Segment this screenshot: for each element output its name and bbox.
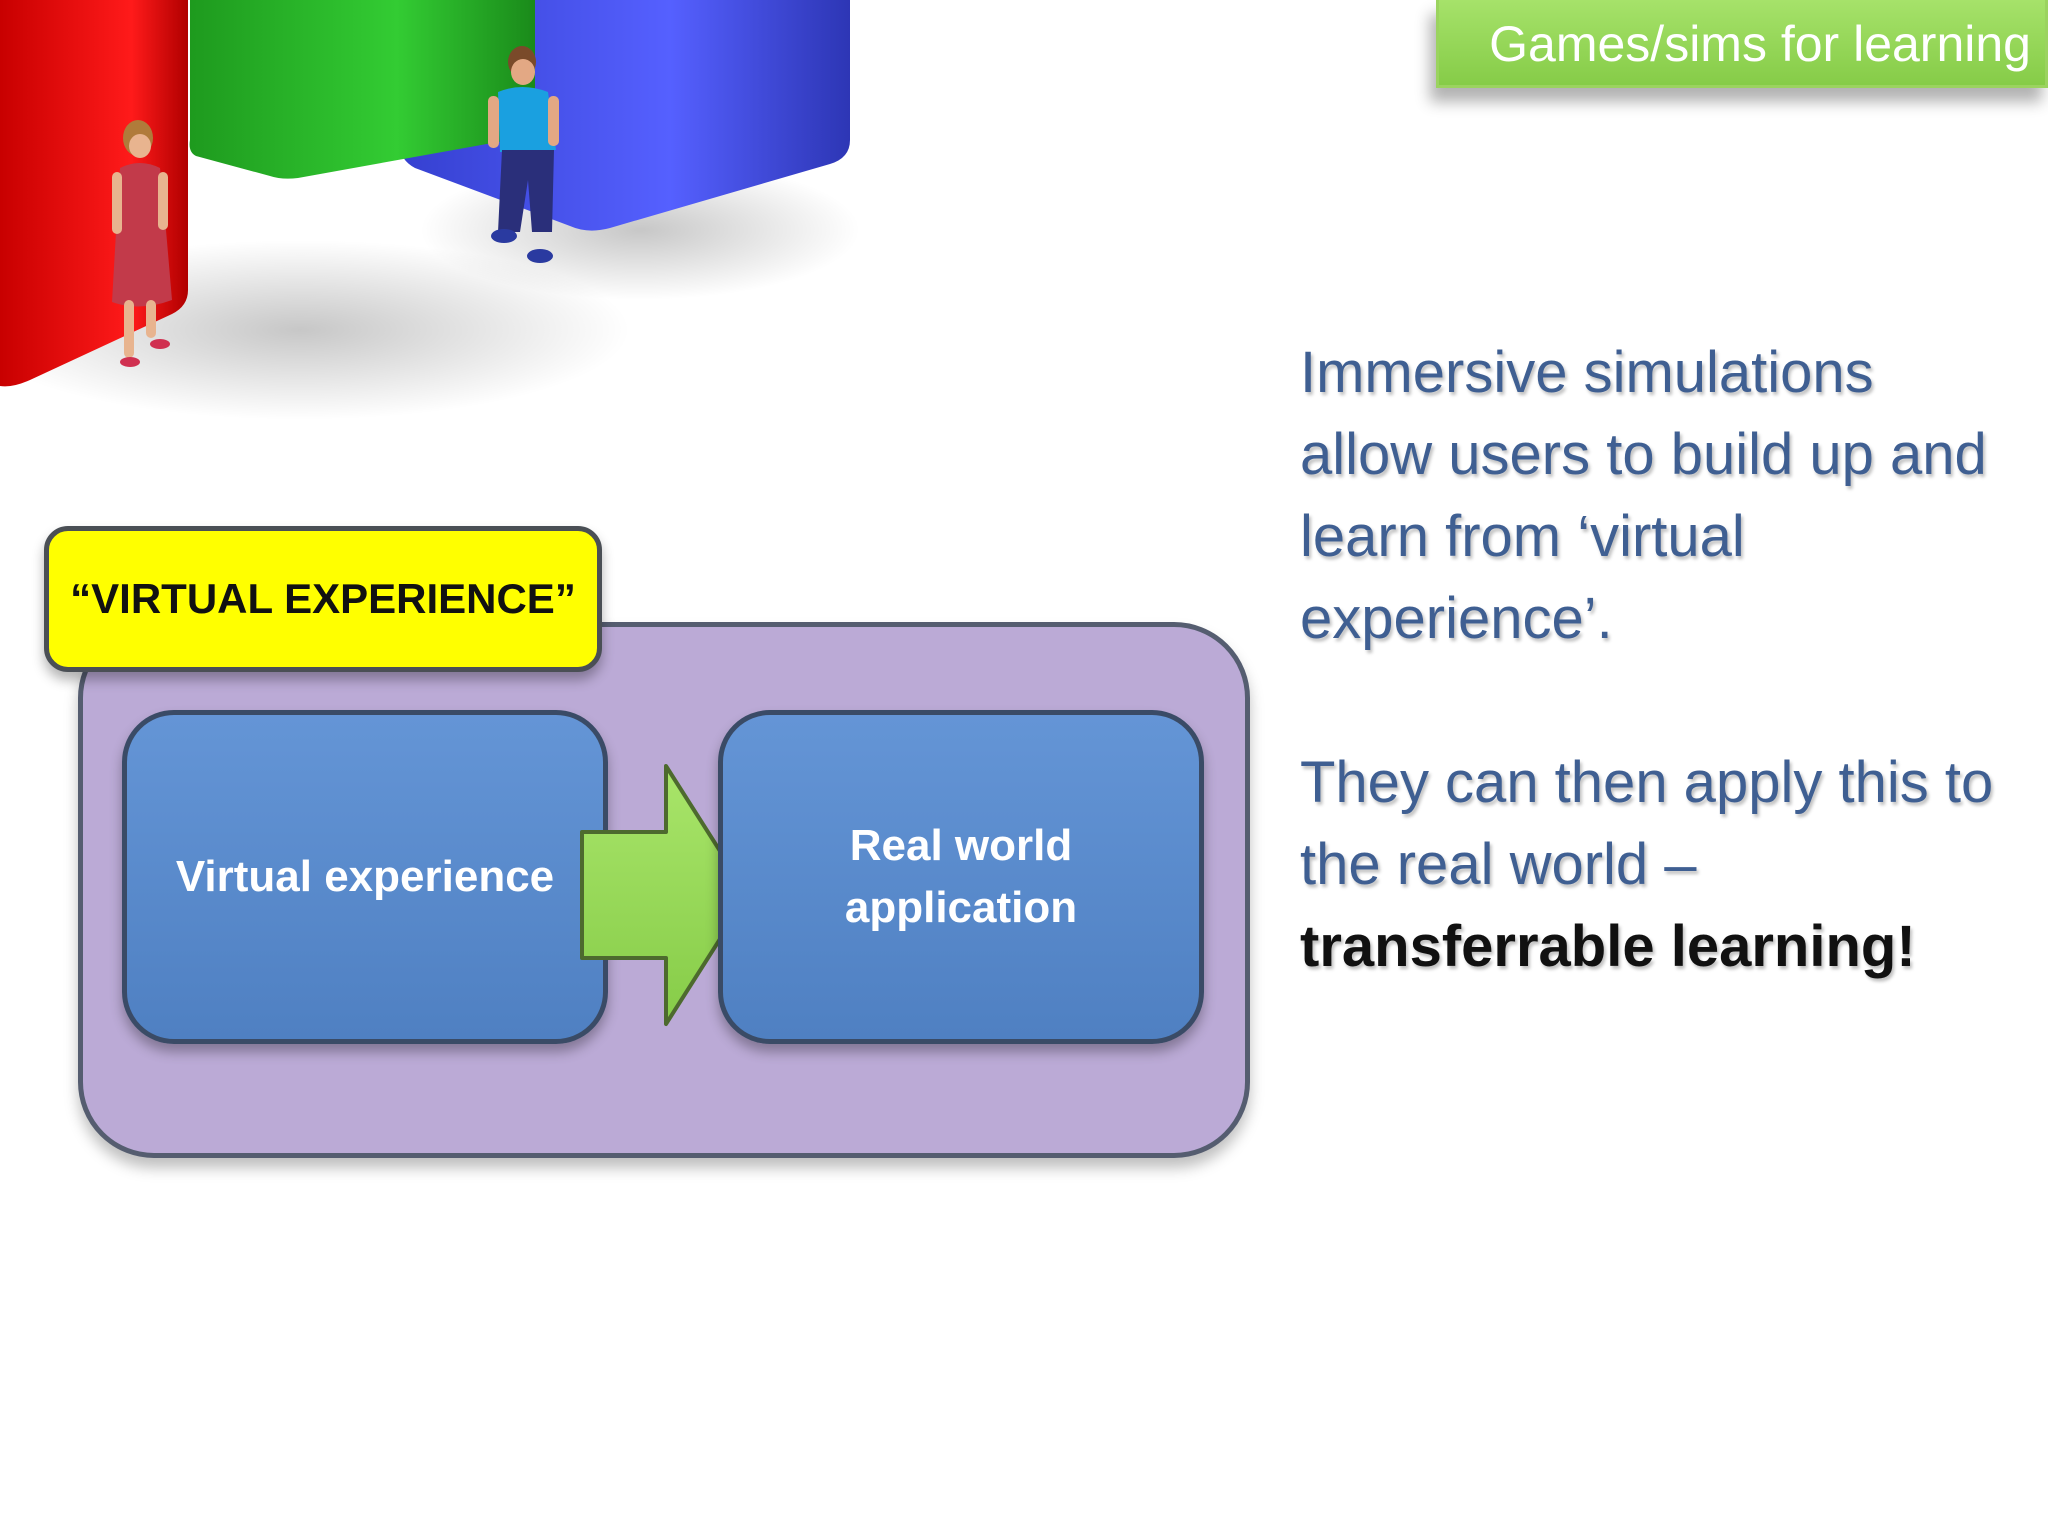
- section-tag: Games/sims for learning: [1436, 0, 2048, 88]
- man-figure-icon: [488, 46, 559, 263]
- green-block-icon: [189, 0, 535, 179]
- transferrable-learning-emphasis: transferrable learning!: [1300, 914, 1916, 979]
- woman-figure-icon: [112, 120, 172, 367]
- real-world-line-2: application: [844, 883, 1078, 932]
- paragraph-apply: They can then apply this to the real wor…: [1300, 742, 2020, 988]
- paragraph-apply-text: They can then apply this to the real wor…: [1300, 750, 1994, 897]
- real-world-application-box: Real world application: [718, 710, 1204, 1044]
- right-arrow-icon: [580, 764, 750, 1026]
- paragraph-immersive: Immersive simulations allow users to bui…: [1300, 340, 1987, 651]
- frame-label: “VIRTUAL EXPERIENCE”: [44, 526, 602, 672]
- real-world-line-1: Real world: [849, 821, 1073, 870]
- blocks-illustration: [0, 0, 860, 420]
- virtual-experience-box: Virtual experience: [122, 710, 608, 1044]
- body-text: Immersive simulations allow users to bui…: [1300, 332, 2020, 988]
- process-diagram: “VIRTUAL EXPERIENCE” Virtual experience …: [0, 510, 1270, 1190]
